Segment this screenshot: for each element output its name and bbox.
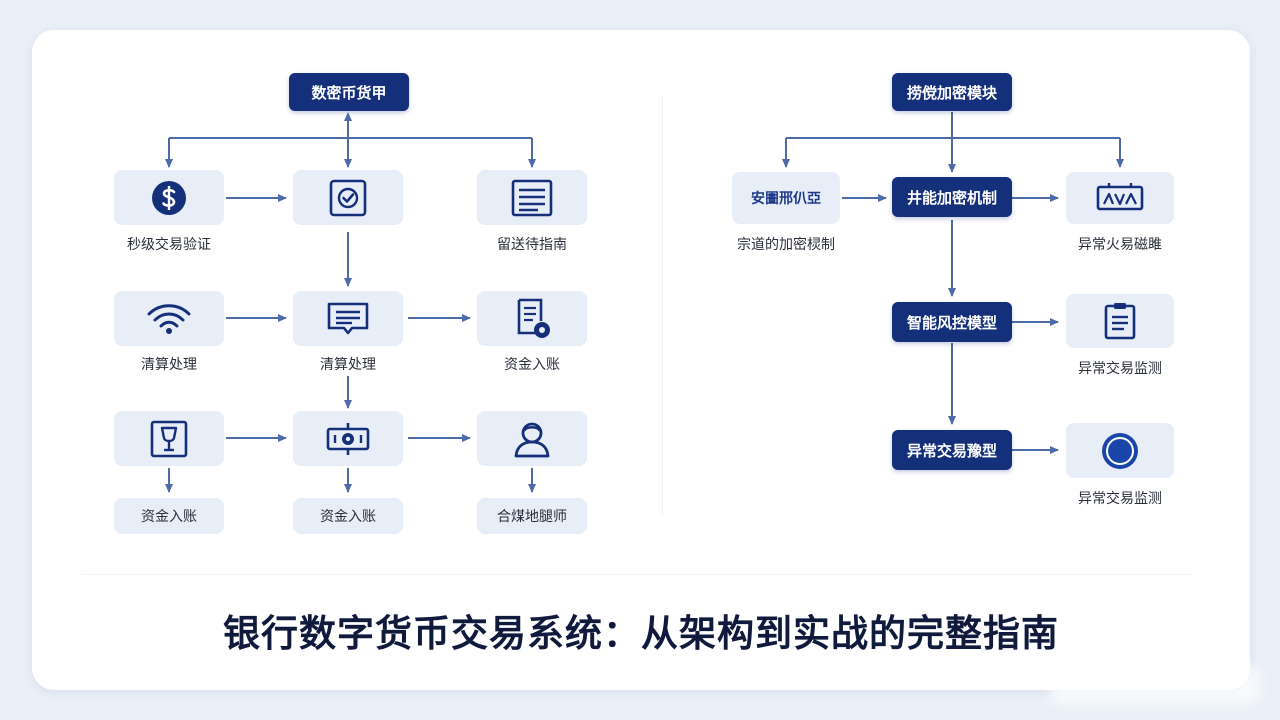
gear-card-icon — [326, 422, 370, 455]
right-center-node-1: 井能加密机制 — [892, 177, 1012, 217]
tile-record — [1066, 423, 1174, 478]
page-title: 银行数字货币交易系统：从架构到实战的完整指南 — [223, 612, 1059, 655]
r-r1-left-tile-text: 安圕邢仈亞 — [751, 191, 821, 207]
tile-frame — [114, 411, 224, 466]
document-lines-icon — [511, 179, 553, 216]
pill-l-right: 合煤地腿师 — [477, 498, 587, 534]
tile-message — [293, 291, 403, 346]
horizontal-divider — [82, 574, 1192, 575]
tile-document — [477, 170, 587, 225]
right-center-node-3: 异常交易豫型 — [892, 430, 1012, 470]
wine-frame-icon — [150, 420, 188, 457]
diagram-card — [32, 30, 1250, 690]
pill-l-left: 资金入账 — [114, 498, 224, 534]
dollar-circle-icon — [152, 180, 186, 215]
tile-user — [477, 411, 587, 466]
check-shield-icon — [329, 179, 367, 216]
label-l-r2-right: 资金入账 — [504, 357, 560, 373]
user-icon — [514, 422, 550, 457]
label-l-r1-right: 留送待指南 — [497, 237, 567, 253]
label-r-r2-right: 异常交易监测 — [1078, 361, 1162, 377]
pill-l-center: 资金入账 — [293, 498, 403, 534]
tile-dollar — [114, 170, 224, 225]
label-r-r1-right: 异常火易磁雎 — [1078, 237, 1162, 253]
tile-wifi — [114, 291, 224, 346]
label-l-r1-left: 秒级交易验证 — [127, 237, 211, 253]
label-l-r2-center: 清算处理 — [320, 357, 376, 373]
label-l-r2-left: 清算处理 — [141, 357, 197, 373]
tile-receipt — [477, 291, 587, 346]
label-r-r3-right: 异常交易监测 — [1078, 491, 1162, 507]
tile-circuit — [1066, 172, 1174, 224]
right-top-node: 捞傥加密模块 — [892, 73, 1012, 111]
receipt-coin-icon — [517, 298, 550, 338]
tile-check — [293, 170, 403, 225]
watermark-blur — [1050, 665, 1260, 705]
circuit-icon — [1096, 183, 1144, 211]
right-center-node-2: 智能风控模型 — [892, 302, 1012, 342]
label-r-r1-left: 宗道的加密棂制 — [737, 237, 835, 253]
wifi-icon — [147, 303, 191, 334]
left-top-node: 数密币货甲 — [289, 73, 409, 111]
tile-text-node: 安圕邢仈亞 — [732, 172, 840, 224]
record-circle-icon — [1102, 432, 1138, 469]
clipboard-icon — [1104, 303, 1136, 340]
message-icon — [327, 302, 369, 334]
tile-gear-card — [293, 411, 403, 466]
vertical-divider — [662, 95, 663, 515]
tile-clipboard — [1066, 294, 1174, 348]
